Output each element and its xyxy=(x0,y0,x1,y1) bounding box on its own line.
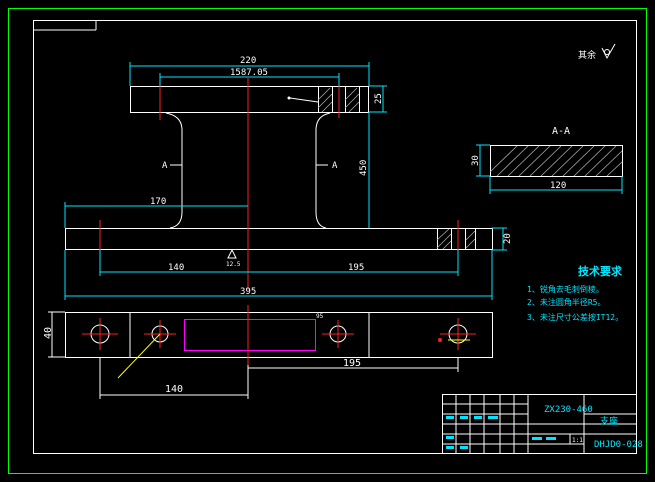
plan-dim-140: 140 xyxy=(165,384,183,395)
dim-1587: 1587.05 xyxy=(230,68,268,78)
dim-25: 25 xyxy=(374,93,384,104)
section-title: A-A xyxy=(552,126,570,137)
section-hatch xyxy=(489,145,623,177)
section-label-right: A xyxy=(332,161,338,171)
base-hole-section xyxy=(436,220,476,256)
dim-120: 120 xyxy=(550,181,566,191)
roughness-icon xyxy=(601,43,616,60)
tech-item-2: 2、未注圆角半径R5。 xyxy=(527,297,605,307)
title-block-drawing-no: DHJD0-028 xyxy=(594,440,643,450)
section-a-a: A-A 30 120 xyxy=(471,126,623,194)
web xyxy=(165,112,183,229)
dim-170: 170 xyxy=(150,197,166,207)
dim-40: 40 xyxy=(43,327,54,339)
inner-border xyxy=(33,20,637,454)
plan-slot xyxy=(184,319,316,351)
title-block-scale: 1:1 xyxy=(572,437,583,444)
tech-title: 技术要求 xyxy=(578,264,623,278)
top-flange xyxy=(130,86,369,113)
dim-30: 30 xyxy=(471,155,481,166)
surface-roughness-note: 其余 xyxy=(578,43,616,61)
dim-450: 450 xyxy=(359,160,369,176)
technical-requirements: 技术要求 1、锐角去毛刺倒棱。 2、未注圆角半径R5。 3、未注尺寸公差按IT1… xyxy=(527,264,623,322)
section-label-left: A xyxy=(162,161,168,171)
plan-view: 95 xyxy=(65,305,493,379)
center-mark-text: 12.5 xyxy=(226,261,241,268)
top-hole-section xyxy=(317,80,360,118)
front-view: A A 12.5 xyxy=(65,78,493,290)
base-plate xyxy=(65,228,493,250)
tech-item-3: 3、未注尺寸公差按IT12。 xyxy=(527,312,623,322)
plan-dim-195: 195 xyxy=(343,358,361,369)
dim-140: 140 xyxy=(168,263,184,273)
dim-small: 95 xyxy=(316,313,324,320)
dim-20: 20 xyxy=(503,233,513,244)
dim-395: 395 xyxy=(240,287,256,297)
dim-220: 220 xyxy=(240,56,256,66)
outer-border xyxy=(8,8,647,474)
plan-outline xyxy=(65,312,493,358)
front-dimensions: 220 1587.05 25 450 20 170 140 195 395 xyxy=(64,56,513,300)
surface-note-text: 其余 xyxy=(578,49,596,61)
title-block-name: ZX230-460 xyxy=(544,405,593,415)
title-block-material: 支座 xyxy=(600,415,618,427)
title-block: ZX230-460 支座 1:1 DHJD0-028 xyxy=(442,394,643,454)
plan-dimensions: 40 195 140 xyxy=(43,311,459,399)
tech-item-1: 1、锐角去毛刺倒棱。 xyxy=(527,284,604,294)
dim-195: 195 xyxy=(348,263,364,273)
